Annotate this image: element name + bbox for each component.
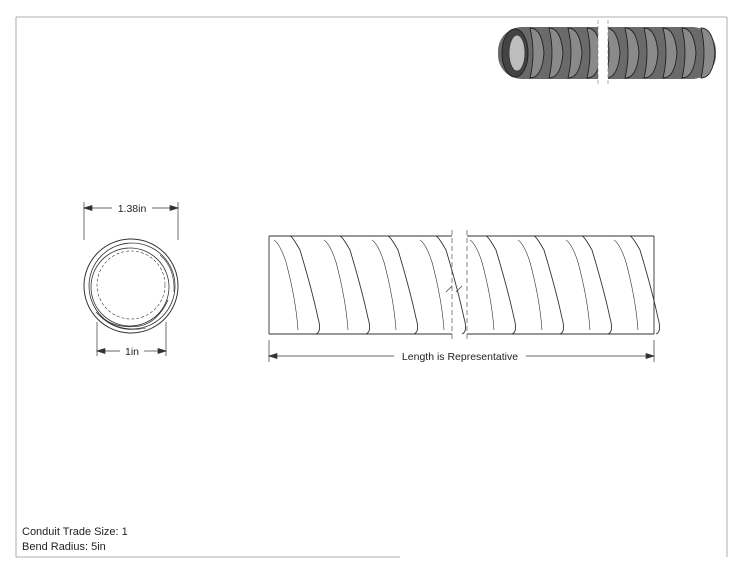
spiral-rib-edge (419, 239, 445, 331)
inner-diameter-dimension (95, 322, 168, 356)
spiral-rib (485, 235, 517, 335)
coil-segment (700, 27, 716, 79)
spiral-rib-edge (469, 239, 495, 331)
spiral-rib (339, 235, 371, 335)
end-view (83, 238, 179, 334)
sheet-border (15, 16, 728, 558)
coil-segment (567, 27, 583, 79)
spiral-rib (435, 235, 467, 335)
coil-segment (548, 27, 564, 79)
coil-segment (624, 27, 640, 79)
spiral-rib-edge (565, 239, 591, 331)
coil-segment (681, 27, 697, 79)
spiral-rib (533, 235, 565, 335)
bend-radius-note: Bend Radius: 5in (22, 541, 106, 553)
spiral-rib-edge (273, 239, 299, 331)
isometric-conduit-preview (498, 20, 716, 86)
spiral-rib-edge (613, 239, 639, 331)
outer-diameter-dimension (82, 202, 180, 240)
spiral-rib-edge (517, 239, 543, 331)
coil-segment (605, 27, 621, 79)
spiral-rib (387, 235, 419, 335)
spiral-rib-edge (371, 239, 397, 331)
coil-segment (529, 27, 545, 79)
length-label: Length is Representative (402, 351, 518, 363)
trade-size-note: Conduit Trade Size: 1 (22, 526, 128, 538)
coil-segment (643, 27, 659, 79)
outer-diameter-label: 1.38in (118, 203, 147, 215)
spiral-rib-edge (323, 239, 349, 331)
length-dimension (267, 340, 656, 362)
side-view (268, 230, 661, 340)
spiral-rib (629, 235, 661, 335)
coil-segment (662, 27, 678, 79)
spiral-rib (581, 235, 613, 335)
inner-diameter-label: 1in (125, 346, 139, 358)
spiral-rib (289, 235, 321, 335)
coil-segment (586, 27, 602, 79)
